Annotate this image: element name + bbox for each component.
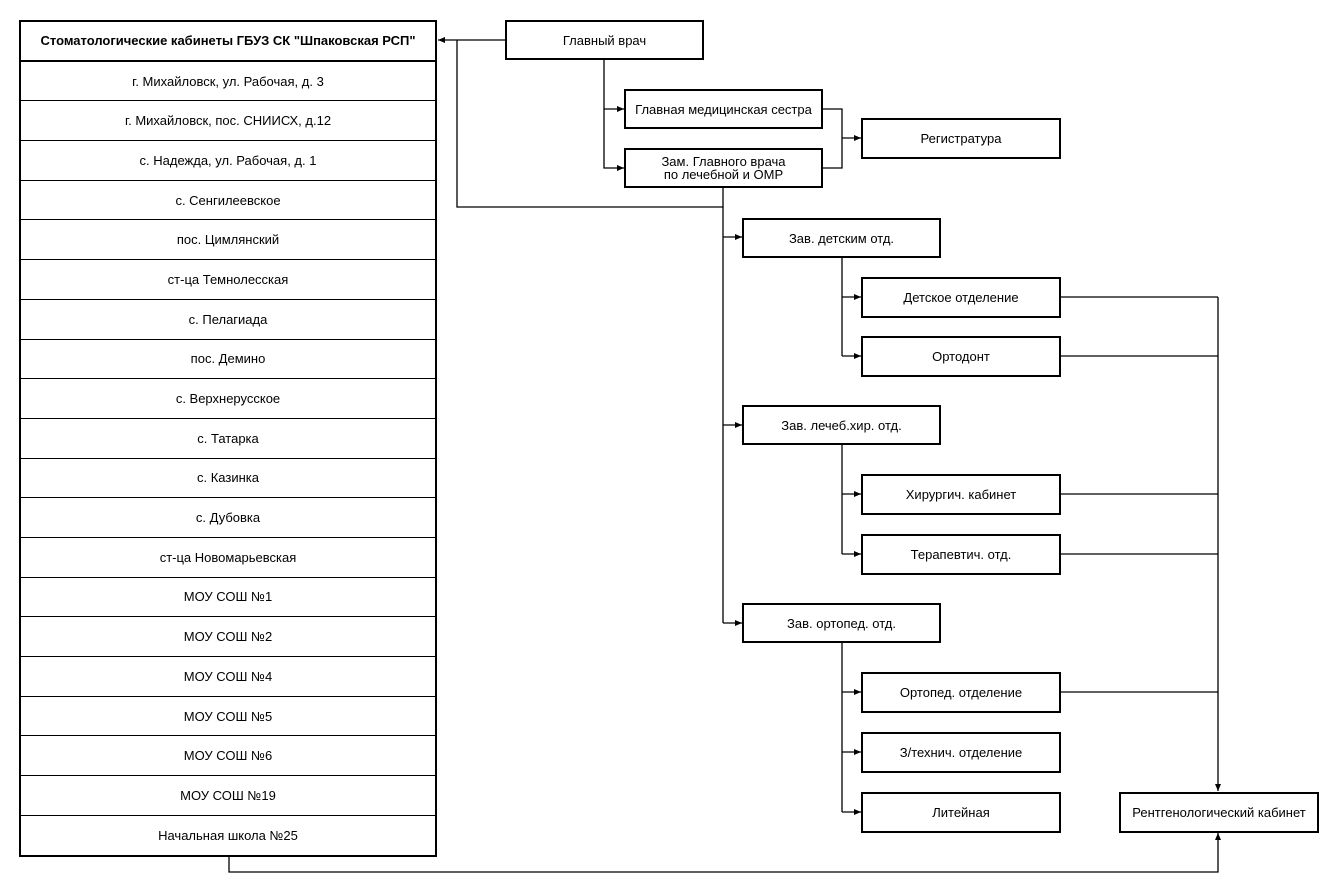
branch-item: с. Надежда, ул. Рабочая, д. 1 (21, 141, 435, 181)
orthopedic-dept-box: Ортопед. отделение (861, 672, 1061, 713)
orthodontist-box: Ортодонт (861, 336, 1061, 377)
head-orthopedic-box: Зав. ортопед. отд. (742, 603, 941, 643)
edge-branches-to-xray (228, 833, 1221, 873)
head-children-box: Зав. детским отд. (742, 218, 941, 258)
therapeutic-dept-label: Терапевтич. отд. (910, 547, 1012, 562)
branch-item: г. Михайловск, ул. Рабочая, д. 3 (21, 62, 435, 102)
edge-nurse-to-registry (823, 108, 843, 169)
xray-cabinet-box: Рентгенологический кабинет (1119, 792, 1319, 833)
surgical-cabinet-box: Хирургич. кабинет (861, 474, 1061, 515)
branch-item: МОУ СОШ №6 (21, 736, 435, 777)
deputy-label-line2: по лечебной и ОМР (663, 167, 784, 182)
branch-item: МОУ СОШ №2 (21, 617, 435, 657)
registry-box: Регистратура (861, 118, 1061, 159)
branch-item: пос. Цимлянский (21, 220, 435, 261)
branch-item: с. Сенгилеевское (21, 181, 435, 221)
dental-tech-dept-label: З/технич. отделение (899, 745, 1023, 760)
deputy-box: Зам. Главного врача по лечебной и ОМР (624, 148, 823, 188)
therapeutic-dept-box: Терапевтич. отд. (861, 534, 1061, 575)
branch-item: с. Пелагиада (21, 300, 435, 340)
head-surgical-box: Зав. лечеб.хир. отд. (742, 405, 941, 445)
branch-item: с. Дубовка (21, 498, 435, 538)
branches-table: Стоматологические кабинеты ГБУЗ СК "Шпак… (19, 20, 437, 858)
foundry-label: Литейная (932, 805, 990, 820)
chief-doctor-label: Главный врач (562, 32, 647, 48)
foundry-box: Литейная (861, 792, 1061, 833)
registry-label: Регистратура (920, 131, 1002, 146)
branch-item: г. Михайловск, пос. СНИИСХ, д.12 (21, 101, 435, 142)
branch-item: пос. Демино (21, 340, 435, 380)
orthodontist-label: Ортодонт (932, 349, 990, 364)
branch-item: с. Татарка (21, 419, 435, 459)
xray-cabinet-label: Рентгенологический кабинет (1132, 805, 1306, 820)
branch-item: МОУ СОШ №5 (21, 697, 435, 737)
deputy-label-line1: Зам. Главного врача (661, 154, 786, 169)
branch-item: Начальная школа №25 (158, 828, 298, 844)
surgical-cabinet-label: Хирургич. кабинет (905, 487, 1017, 502)
head-children-label: Зав. детским отд. (788, 230, 895, 246)
head-orthopedic-label: Зав. ортопед. отд. (787, 615, 896, 631)
head-surgical-label: Зав. лечеб.хир. отд. (781, 417, 902, 433)
branch-item: МОУ СОШ №4 (21, 657, 435, 697)
dental-tech-dept-box: З/технич. отделение (861, 732, 1061, 773)
chief-doctor-box: Главный врач (505, 20, 704, 60)
head-nurse-label: Главная медицинская сестра (635, 101, 812, 117)
edge-chief-to-nurse (603, 60, 624, 112)
children-dept-label: Детское отделение (903, 290, 1019, 305)
orthopedic-dept-label: Ортопед. отделение (899, 685, 1023, 700)
children-dept-box: Детское отделение (861, 277, 1061, 318)
branch-item: ст-ца Темнолесская (21, 260, 435, 300)
edge-chief-to-deputy (603, 109, 624, 171)
branch-item: МОУ СОШ №1 (21, 578, 435, 618)
edge-deputy-to-branches (456, 40, 724, 208)
branches-header: Стоматологические кабинеты ГБУЗ СК "Шпак… (21, 22, 435, 62)
branch-item: с. Верхнерусское (21, 379, 435, 419)
head-nurse-box: Главная медицинская сестра (624, 89, 823, 129)
branch-item: с. Казинка (21, 459, 435, 499)
branch-item: МОУ СОШ №19 (21, 776, 435, 816)
branch-item: ст-ца Новомарьевская (21, 538, 435, 578)
